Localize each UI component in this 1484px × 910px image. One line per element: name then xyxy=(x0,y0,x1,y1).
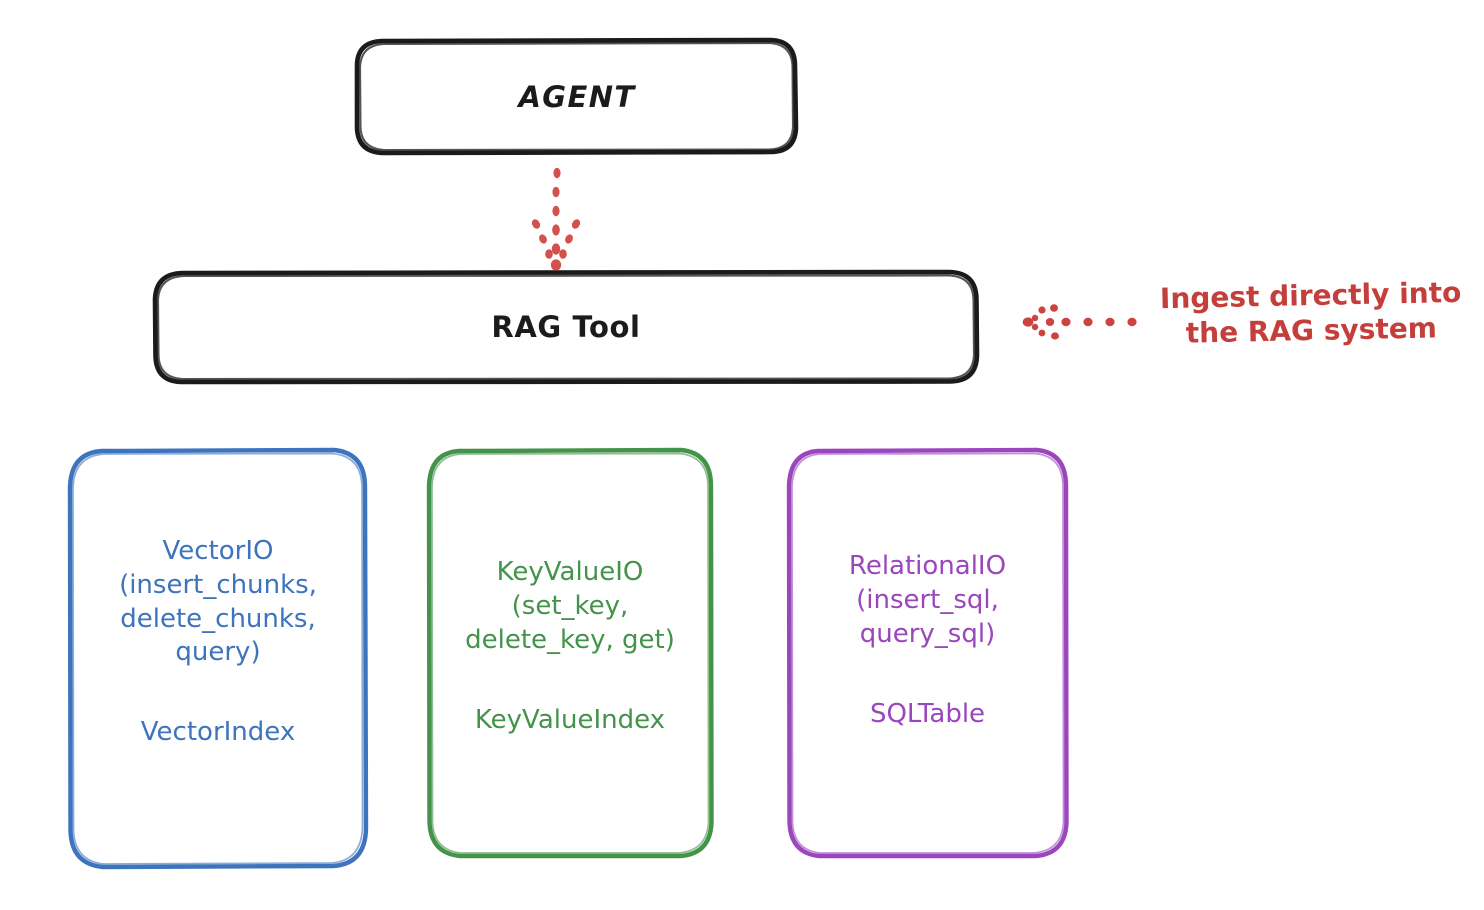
vector-io-box-outline xyxy=(67,447,369,870)
relational-io-content: RelationalIO (insert_sql, query_sql) SQL… xyxy=(849,550,1006,731)
ingest-annotation-text: Ingest directly into the RAG system xyxy=(1159,275,1462,350)
ingest-dotted-arrow xyxy=(1022,304,1137,340)
vector-io-content: VectorIO (insert_chunks, delete_chunks, … xyxy=(119,535,317,750)
key-value-io-content: KeyValueIO (set_key, delete_key, get) Ke… xyxy=(465,556,675,737)
vector-index-label: VectorIndex xyxy=(140,717,296,748)
rag-tool-node[interactable]: RAG Tool xyxy=(155,272,977,382)
agent-label: AGENT xyxy=(518,80,636,114)
sql-table-label: SQLTable xyxy=(869,698,986,729)
agent-box-outline xyxy=(354,37,799,156)
key-value-index-label: KeyValueIndex xyxy=(474,704,666,735)
relational-io-node[interactable]: RelationalIO (insert_sql, query_sql) SQL… xyxy=(789,450,1066,856)
key-value-io-node[interactable]: KeyValueIO (set_key, delete_key, get) Ke… xyxy=(429,450,711,856)
rag-tool-box-outline xyxy=(152,269,980,385)
relational-io-box-outline xyxy=(786,447,1069,859)
vector-io-interface-label: VectorIO (insert_chunks, delete_chunks, … xyxy=(119,536,317,668)
key-value-io-interface-label: KeyValueIO (set_key, delete_key, get) xyxy=(465,557,675,655)
relational-io-interface-label: RelationalIO (insert_sql, query_sql) xyxy=(848,551,1007,649)
vector-io-node[interactable]: VectorIO (insert_chunks, delete_chunks, … xyxy=(70,450,366,867)
agent-node[interactable]: AGENT xyxy=(357,40,797,154)
agent-to-rag-dotted-arrow xyxy=(531,167,581,271)
rag-tool-label: RAG Tool xyxy=(491,310,641,344)
key-value-io-box-outline xyxy=(426,447,714,859)
